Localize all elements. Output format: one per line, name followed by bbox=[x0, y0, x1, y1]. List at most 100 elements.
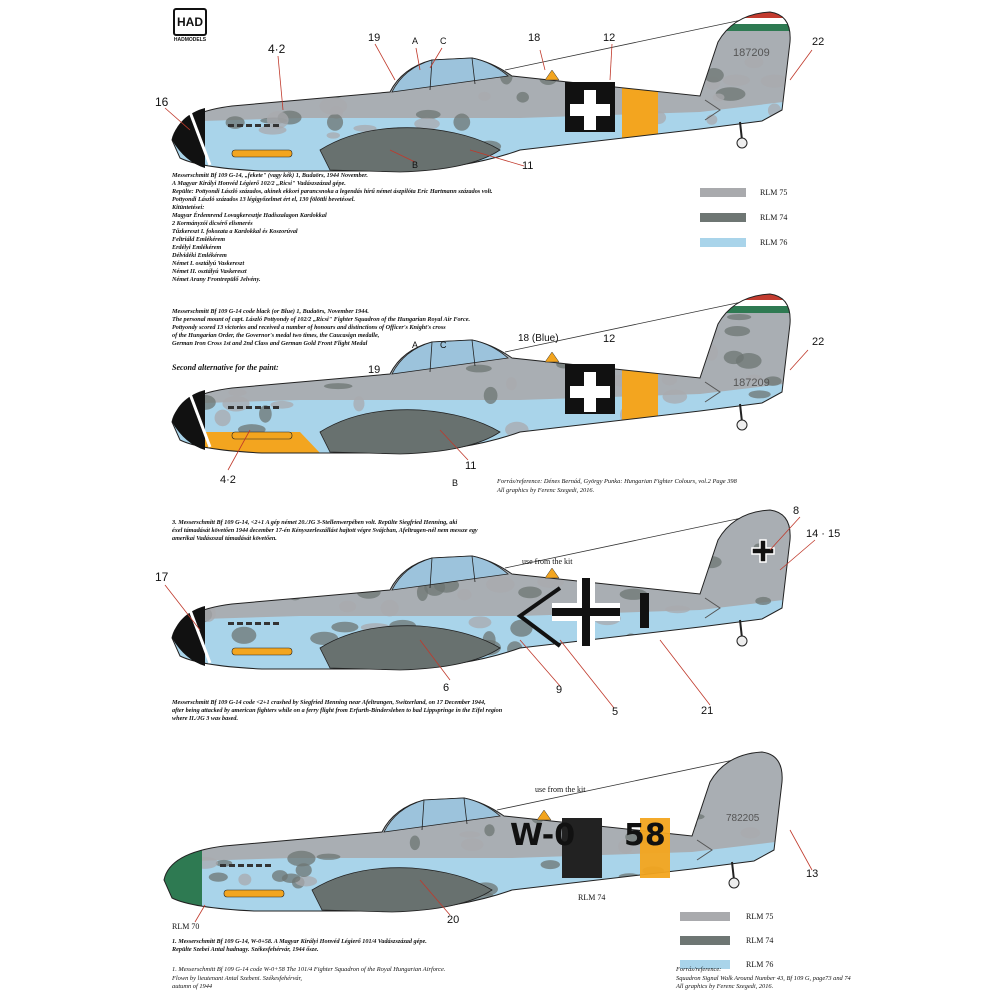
swastika-tail bbox=[751, 539, 775, 563]
rudder-line bbox=[704, 99, 721, 121]
camo-blob bbox=[651, 634, 680, 648]
logo-mark: HAD bbox=[173, 8, 207, 36]
camo-blob bbox=[676, 75, 696, 85]
upper-surface bbox=[172, 510, 791, 620]
exhaust-stack bbox=[273, 124, 279, 127]
camo-blob bbox=[712, 93, 725, 102]
rudder-line bbox=[704, 597, 721, 619]
wing-root bbox=[319, 409, 501, 455]
camo-blob bbox=[744, 56, 764, 69]
camo-blob bbox=[653, 336, 680, 353]
wing-root bbox=[319, 625, 501, 671]
text-line: 3. Messerschmitt Bf 109 G-14, <2+1 A gép… bbox=[172, 519, 458, 526]
callout-6: 6 bbox=[443, 682, 450, 694]
yellow-fuselage-band bbox=[622, 60, 658, 160]
camo-blob bbox=[414, 117, 440, 130]
aircraft4-reference: Forrás/reference: Squadron Signal Walk A… bbox=[676, 966, 851, 992]
aircraft2-reference: Forrás/reference: Dénes Bernád, György P… bbox=[497, 478, 737, 495]
camo-blob bbox=[708, 423, 733, 430]
callout-12: 12 bbox=[603, 32, 616, 44]
camo-blob bbox=[287, 850, 316, 867]
exhaust-stack bbox=[228, 622, 234, 625]
alt-paint-heading: Second alternative for the paint: bbox=[172, 363, 279, 372]
camo-blob bbox=[755, 596, 772, 606]
text-line: Messerschmitt Bf 109 G-14 code <2+1 cras… bbox=[172, 699, 486, 706]
camo-blob bbox=[409, 835, 420, 851]
yellow-fuselage-band bbox=[622, 342, 658, 442]
camo-blob bbox=[307, 546, 326, 556]
exhaust-stack bbox=[228, 406, 234, 409]
antenna-wire bbox=[496, 753, 763, 811]
callout-9: 9 bbox=[556, 684, 563, 696]
text-line: Tűzkereszt I. fokozata a Kardokkal és Ko… bbox=[172, 228, 298, 235]
camo-blob bbox=[490, 547, 511, 562]
black-spinner bbox=[172, 108, 205, 168]
hadmodels-logo: HAD HADMODELS bbox=[172, 8, 208, 43]
text-line: Repülte Szebei Antal hadnagy. Székesfehé… bbox=[172, 946, 319, 953]
callout-leader-line bbox=[779, 539, 816, 571]
swatch-rlm76 bbox=[700, 238, 746, 247]
antenna-wire bbox=[504, 511, 771, 569]
camo-blob bbox=[465, 364, 492, 373]
camo-blob bbox=[516, 91, 529, 103]
flag-white bbox=[722, 300, 791, 306]
camo-blob bbox=[289, 594, 301, 601]
camo-blob bbox=[434, 774, 450, 790]
callout-19: 19 bbox=[368, 32, 381, 44]
camo-blob bbox=[740, 827, 761, 839]
text-line: Pottyondy scored 13 victories and receiv… bbox=[172, 324, 446, 331]
camo-blob bbox=[326, 132, 340, 139]
camo-blob bbox=[746, 374, 762, 382]
camo-blob bbox=[446, 772, 469, 791]
text-line: where II./JG 3 was based. bbox=[172, 715, 239, 722]
exhaust-stack bbox=[255, 124, 261, 127]
text-line: 1. Messerschmitt Bf 109 G-14 code W-0+58… bbox=[172, 966, 446, 973]
color-legend-top: RLM 75 RLM 74 RLM 76 bbox=[700, 180, 787, 255]
camo-blob bbox=[618, 839, 634, 854]
callout-leader-line bbox=[789, 49, 813, 81]
camo-blob bbox=[440, 19, 471, 33]
callout-leader-line bbox=[389, 149, 416, 163]
text-line: Messerschmitt Bf 109 G-14 code black (or… bbox=[172, 308, 369, 315]
aircraft2-description-en: Messerschmitt Bf 109 G-14 code black (or… bbox=[172, 308, 470, 348]
exhaust-stack bbox=[229, 864, 235, 867]
camo-blob bbox=[694, 295, 719, 311]
text-line: All graphics by Ferenc Szegedi, 2016. bbox=[497, 486, 595, 494]
text-line: A Magyar Királyi Honvéd Légierő 102/2 „R… bbox=[172, 180, 346, 187]
callout-leader-line bbox=[429, 47, 443, 69]
callout-use-from-kit: use from the kit bbox=[522, 557, 573, 566]
legend-item: RLM 76 bbox=[680, 952, 773, 976]
camo-blob bbox=[215, 859, 233, 867]
camo-blob bbox=[665, 792, 690, 808]
callout-19: 19 bbox=[368, 364, 381, 376]
aircraft1-description-hu: Messerschmitt Bf 109 G-14, „fekete" (vag… bbox=[172, 172, 493, 284]
callout-21: 21 bbox=[701, 705, 714, 717]
callout-leader-line bbox=[419, 639, 451, 681]
camo-blob bbox=[605, 787, 630, 796]
callout-leader-line bbox=[769, 516, 801, 551]
text-line: Squadron Signal Walk Around Number 43, B… bbox=[676, 974, 851, 982]
camo-blob bbox=[489, 15, 508, 25]
text-line: Kitüntetései: bbox=[172, 204, 205, 211]
callout-leader-line bbox=[277, 55, 284, 111]
camo-blob bbox=[518, 586, 542, 599]
camo-blob bbox=[198, 84, 226, 101]
legend-label: RLM 74 bbox=[760, 213, 788, 222]
camo-blob bbox=[600, 294, 614, 307]
camo-blob bbox=[635, 550, 650, 560]
text-line: Flown by lieutenant Antal Szebeni. Széke… bbox=[172, 974, 302, 982]
exhaust-stack bbox=[220, 864, 226, 867]
camo-blob bbox=[461, 838, 484, 851]
exhaust-stack bbox=[237, 622, 243, 625]
camo-blob bbox=[238, 873, 252, 886]
callout-leader-line bbox=[559, 639, 615, 709]
camo-blob bbox=[305, 558, 333, 567]
camo-blob bbox=[259, 405, 272, 423]
flag-green bbox=[722, 24, 791, 31]
aircraft-profile-1 bbox=[171, 11, 791, 173]
exhaust-stack bbox=[237, 124, 243, 127]
camo-blob bbox=[485, 303, 511, 317]
exhaust-stack bbox=[256, 864, 262, 867]
callout-leader-line bbox=[609, 43, 613, 81]
camo-blob bbox=[662, 389, 688, 404]
